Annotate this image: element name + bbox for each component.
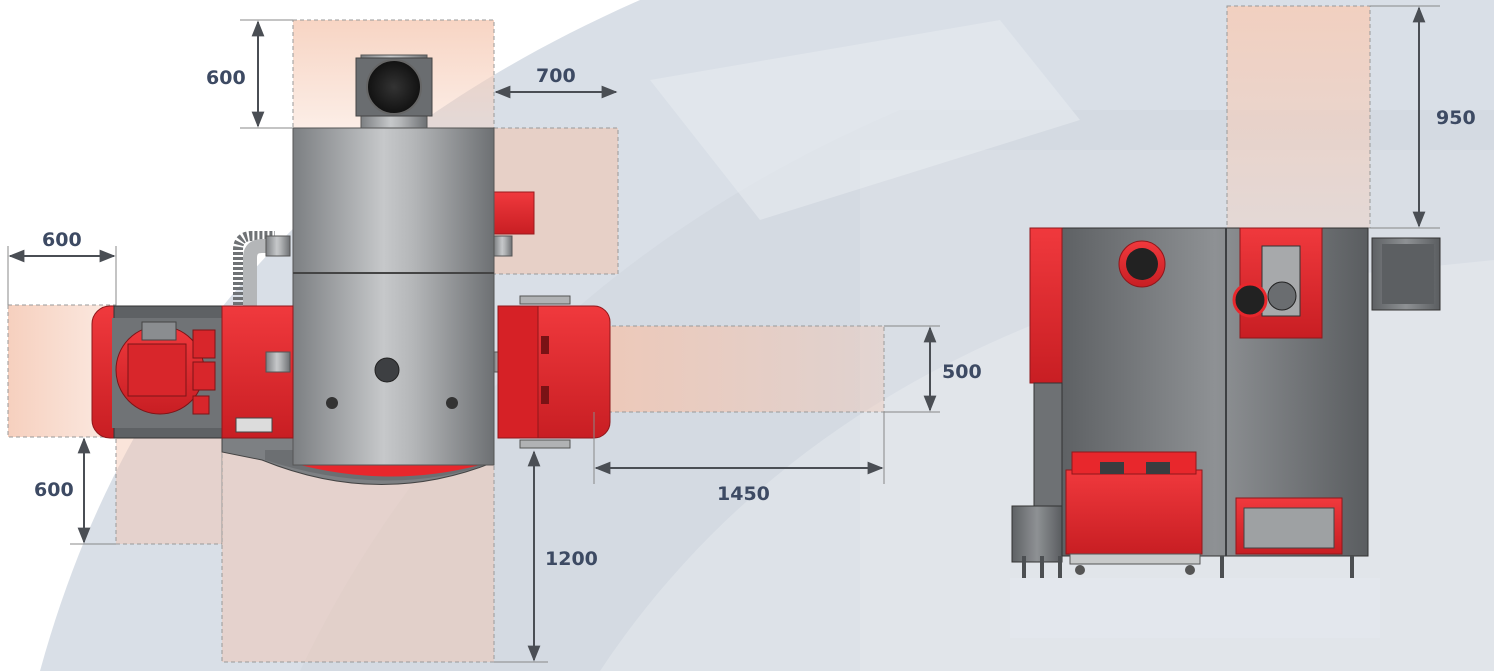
side-view: 950 (1010, 5, 1476, 638)
dim-right-upper-label: 700 (536, 65, 576, 87)
dimensions-side-view: 950 (1370, 5, 1476, 229)
dim-top-label: 600 (206, 67, 246, 89)
ignition-unit (493, 191, 535, 235)
top-view: 600 700 600 600 500 1450 1200 (7, 19, 982, 663)
zone-left-lower (115, 436, 223, 545)
clearance-zones (7, 19, 885, 663)
burner-assembly (91, 305, 265, 439)
boiler-shell (221, 127, 513, 485)
dimensions-top-view: 600 700 600 600 500 1450 1200 (7, 19, 982, 663)
zone-side-top (1226, 5, 1371, 229)
side-box (1011, 505, 1063, 563)
zone-hopper (597, 325, 885, 413)
flex-hose (233, 231, 275, 380)
dim-side-top-label: 950 (1436, 107, 1476, 129)
feet (1022, 556, 1354, 578)
pellet-hopper (497, 295, 611, 449)
inspection-port (374, 357, 400, 383)
dim-left-lower-label: 600 (34, 479, 74, 501)
dim-hopper-width-label: 500 (942, 361, 982, 383)
flue-opening (366, 59, 422, 115)
lower-door (1235, 497, 1343, 555)
dim-hopper-depth-label: 1450 (717, 483, 770, 505)
fan-side (1232, 282, 1268, 318)
dim-left-label: 600 (42, 229, 82, 251)
ash-drawer (1065, 451, 1203, 575)
flue-outlet (355, 54, 433, 129)
dim-front-label: 1200 (545, 548, 598, 570)
